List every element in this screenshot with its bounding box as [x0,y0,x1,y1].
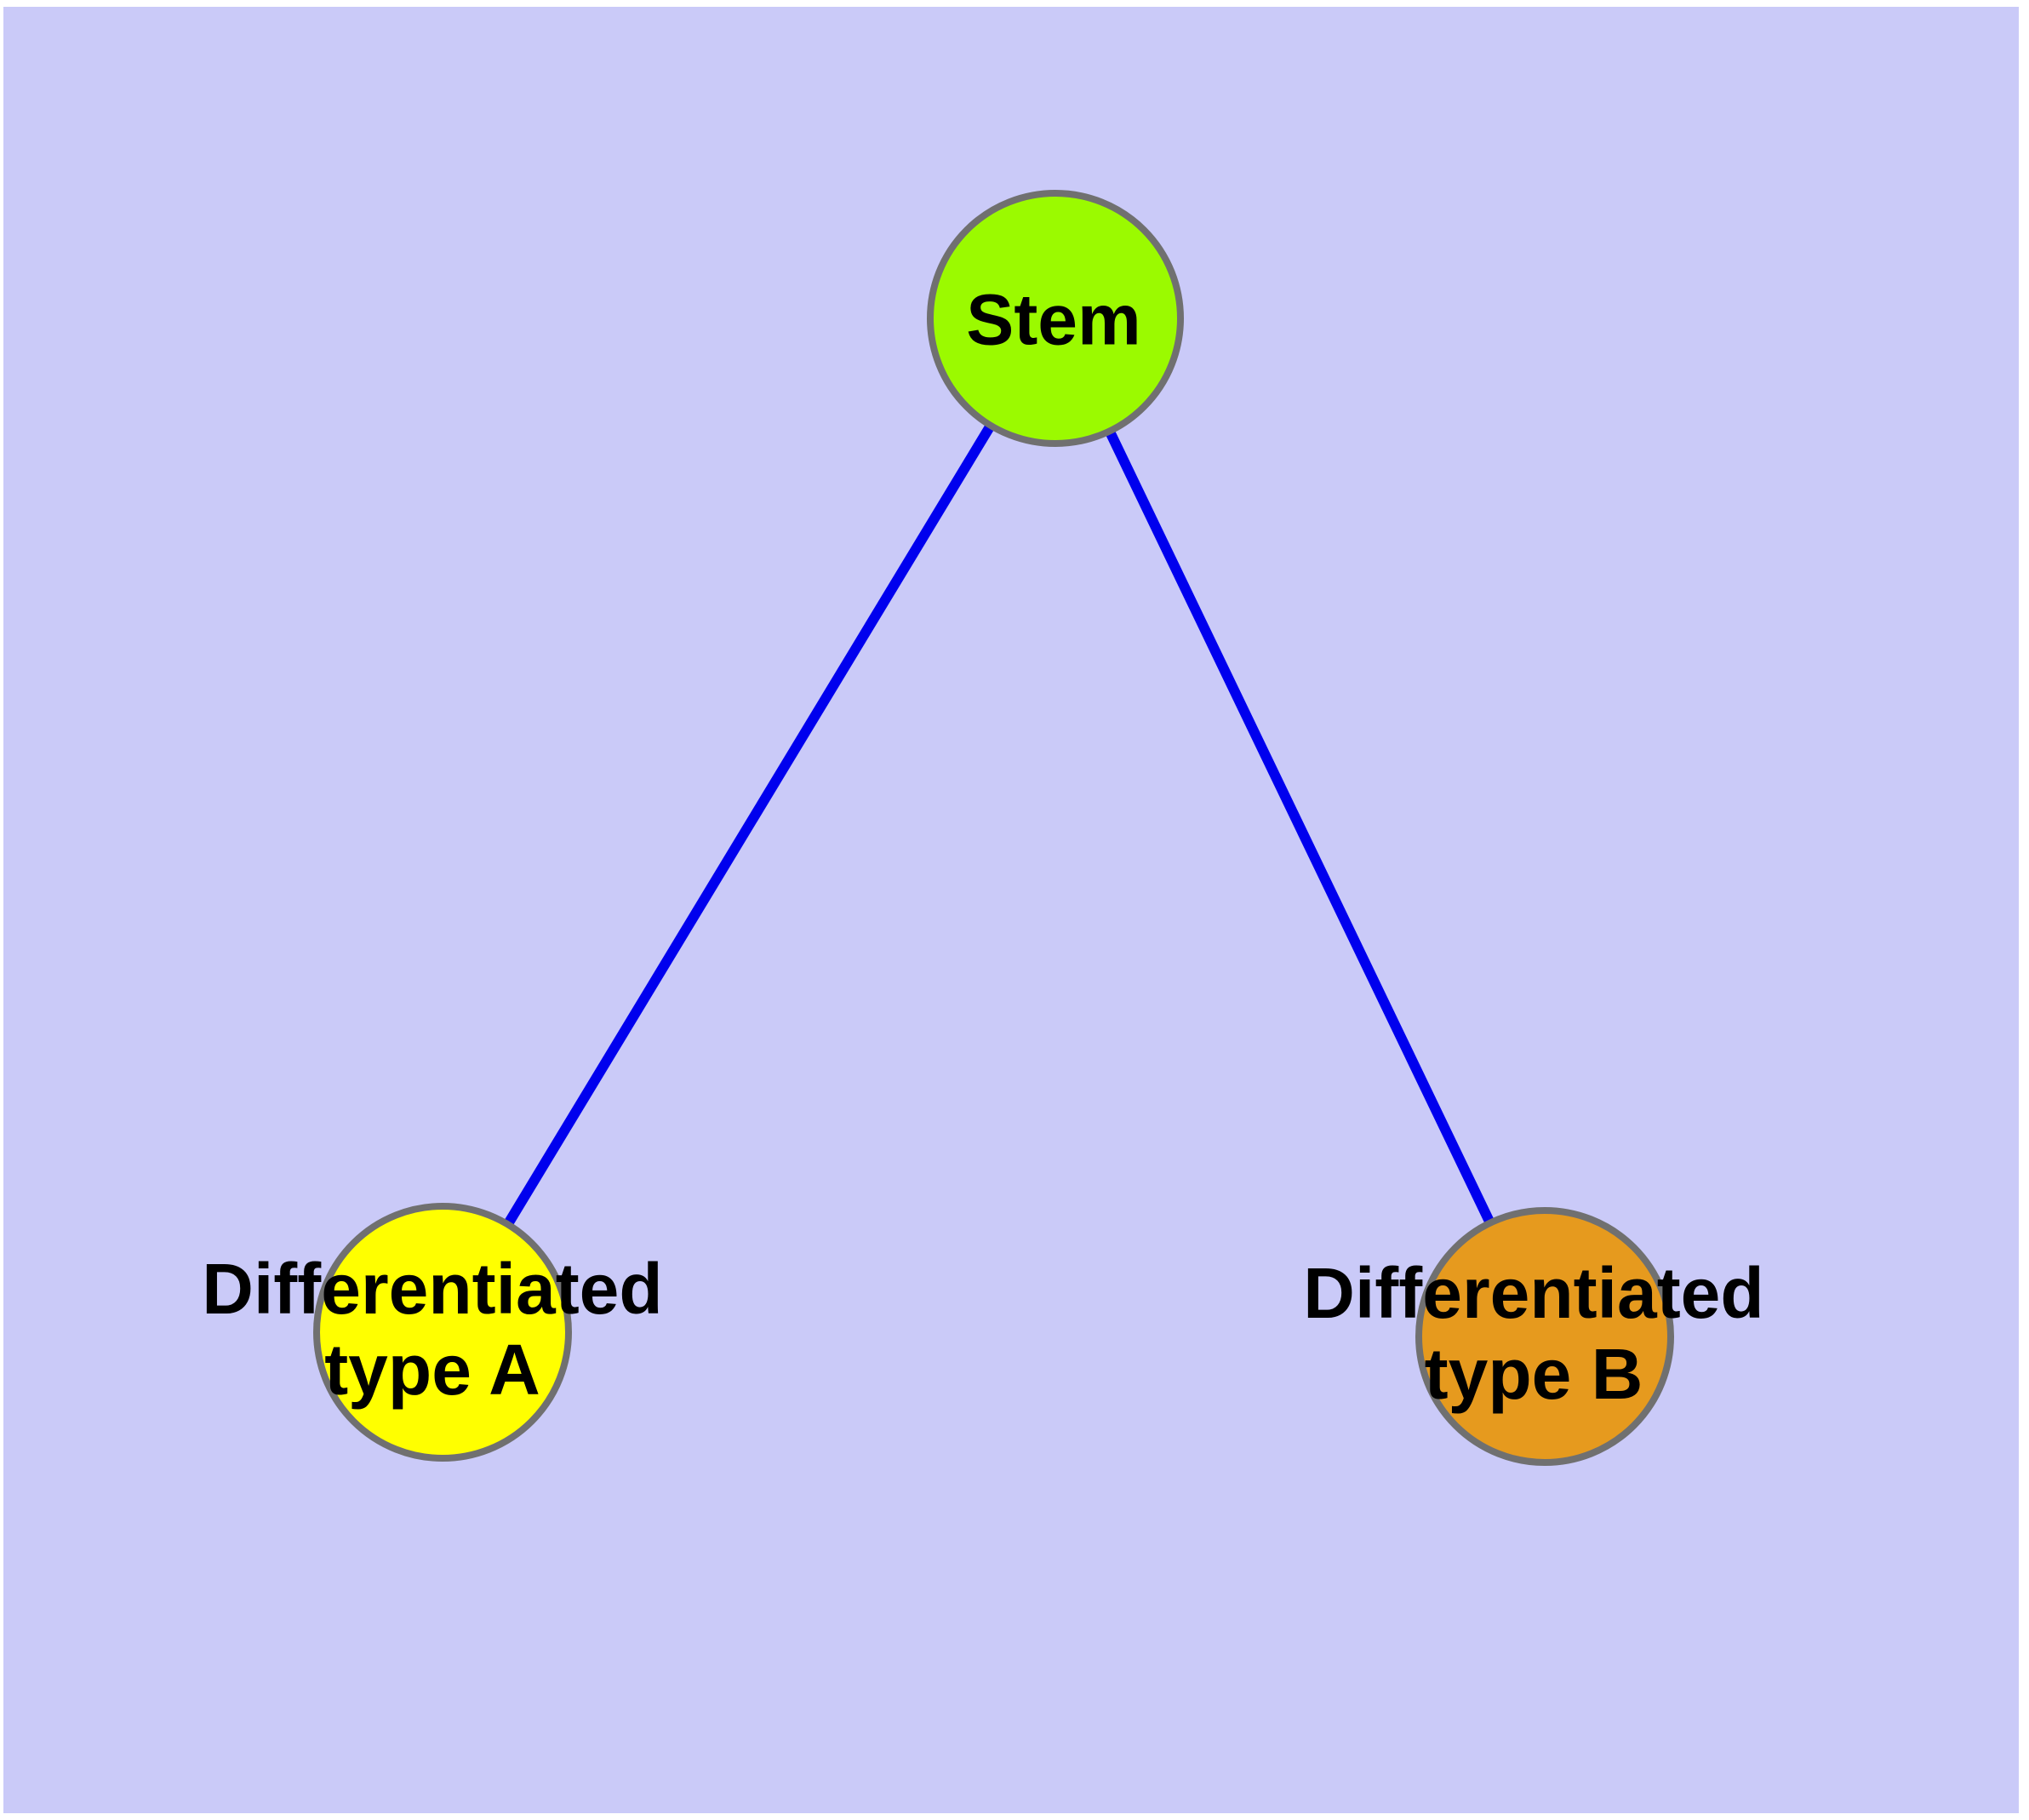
differentiated-type-a-node-label: Differentiated type A [202,1249,662,1411]
stem-node-label: Stem [966,279,1141,360]
differentiated-type-a-node [313,1203,572,1462]
label-line-2: type B [1424,1334,1643,1414]
differentiated-type-b-node-label: Differentiated type B [1303,1253,1763,1415]
stem-node [927,190,1184,447]
label-line-2: type A [324,1330,540,1410]
differentiated-type-b-node [1415,1207,1674,1466]
edge-stem-to-type-b [1050,316,1550,1339]
label-line-1: Differentiated [1303,1253,1764,1333]
label-line-1: Differentiated [202,1249,663,1329]
edge-stem-to-type-a [437,315,1060,1336]
